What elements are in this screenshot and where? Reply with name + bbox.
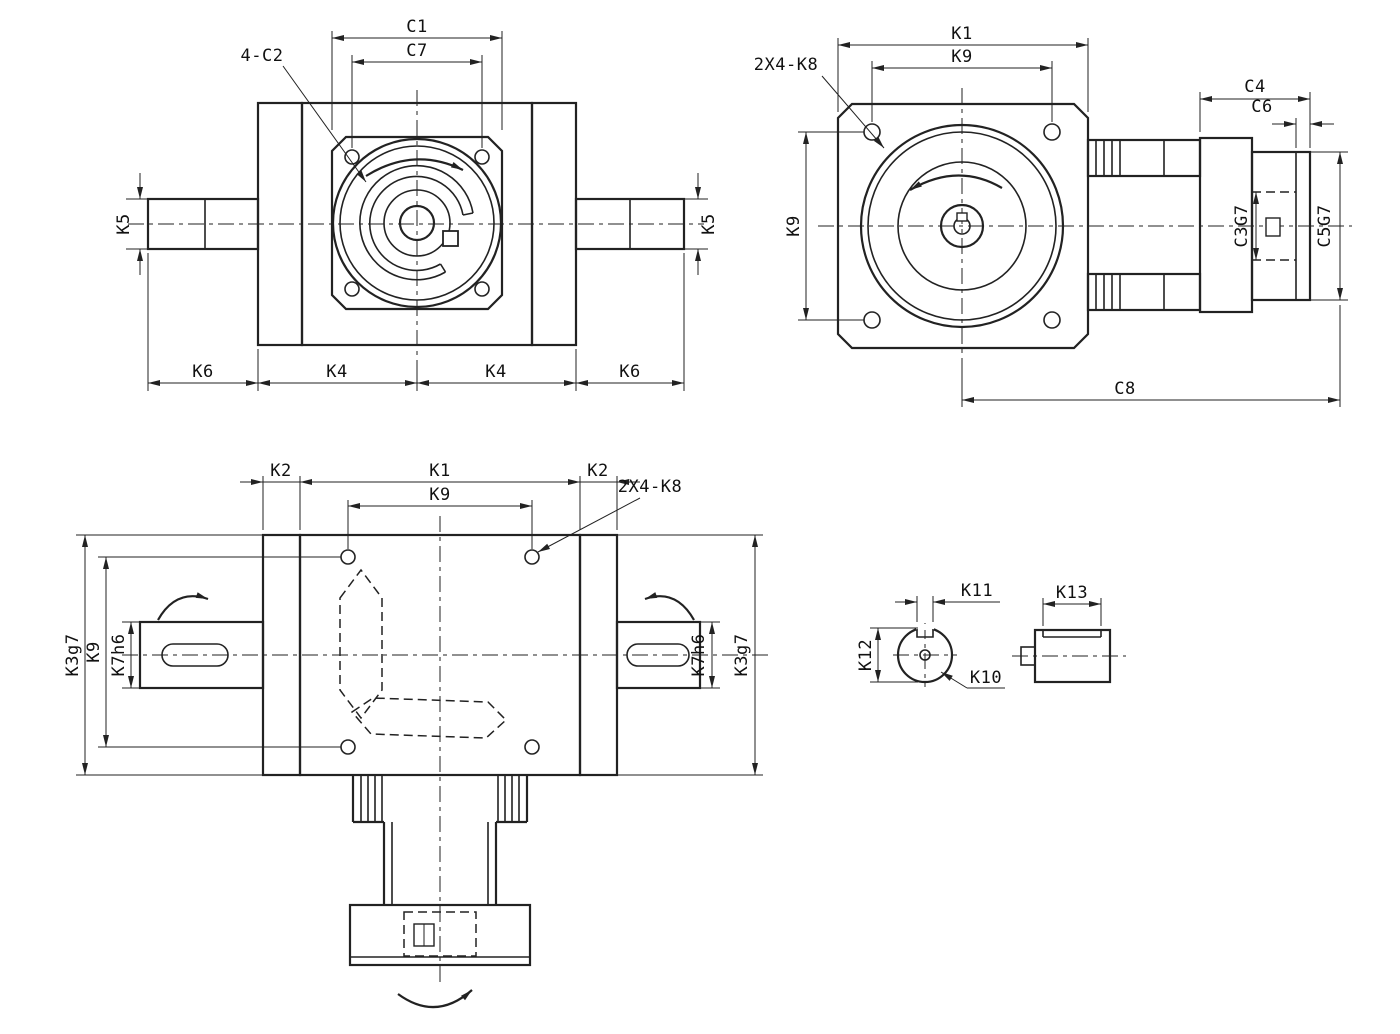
bolt-hole	[1043, 123, 1061, 141]
dim-k5-right: K5	[699, 213, 719, 234]
bolt-hole	[344, 149, 360, 165]
dim-c7: C7	[406, 41, 427, 61]
dim-k7h6-right: K7h6	[689, 634, 709, 677]
bolt-hole	[344, 281, 360, 297]
left-shaft-top	[138, 620, 265, 690]
dim-4c2: 4-C2	[241, 46, 284, 66]
flange-boss	[859, 123, 1065, 329]
bolt-hole	[524, 739, 540, 755]
bolt-hole	[474, 149, 490, 165]
bolt-hole	[340, 739, 356, 755]
mounting-plate	[836, 102, 1090, 350]
left-shaft-front	[146, 197, 260, 251]
front-dimensions: C1 C7 4-C2 K5 K5 K6 K4 K4 K6	[114, 17, 719, 391]
rotation-arrow-bottom	[397, 989, 473, 1009]
bolt-hole	[863, 123, 881, 141]
side-view: K1 K9 2X4-K8 K9 C4 C6 C3G7 C5G7	[754, 24, 1352, 407]
bolt-hole	[474, 281, 490, 297]
dim-k7h6-left: K7h6	[109, 634, 129, 677]
dim-k13: K13	[1056, 583, 1088, 603]
hub-circle	[939, 203, 985, 249]
bolt-hole	[1043, 311, 1061, 329]
dim-c3g7: C3G7	[1232, 205, 1252, 248]
dim-k8: 2X4-K8	[754, 55, 818, 75]
keyway	[956, 212, 968, 222]
dim-k10: K10	[970, 668, 1002, 688]
dim-k2-right: K2	[587, 461, 608, 481]
pilot-block	[1250, 150, 1312, 302]
dim-k9-left: K9	[784, 215, 804, 236]
dim-k4-left: K4	[326, 362, 347, 382]
rotation-arrow-right	[644, 592, 695, 621]
shaft-end-detail: K11 K12 K10	[856, 581, 1005, 689]
key-detail	[442, 230, 459, 247]
dim-c5g7: C5G7	[1315, 205, 1335, 248]
shaft-side-detail: K13	[1012, 583, 1126, 684]
top-view: K2 K1 K2 K9 2X4-K8 K3g7 K9 K7h6 K7h6 K3g…	[63, 461, 772, 1009]
dim-c4: C4	[1244, 77, 1265, 97]
side-dimensions: K1 K9 2X4-K8 K9 C4 C6 C3G7 C5G7	[754, 24, 1348, 407]
rotation-arrow	[365, 158, 464, 177]
front-flange	[330, 135, 504, 311]
dim-c6: C6	[1251, 97, 1272, 117]
hub-circle	[383, 189, 451, 257]
center-hole	[919, 649, 931, 661]
bore-hole	[398, 204, 436, 242]
dim-k8: 2X4-K8	[618, 477, 682, 497]
dim-k9-left: K9	[84, 641, 104, 662]
detail-dimensions: K13	[1042, 583, 1102, 626]
keyway-slot	[161, 643, 229, 667]
dim-k1: K1	[429, 461, 450, 481]
dim-k6-left: K6	[192, 362, 213, 382]
bolt-hole	[524, 549, 540, 565]
top-dimensions: K2 K1 K2 K9 2X4-K8 K3g7 K9 K7h6 K7h6 K3g…	[63, 461, 763, 776]
bottom-adapter	[348, 775, 532, 967]
dim-k11: K11	[961, 581, 993, 601]
dim-c1: C1	[406, 17, 427, 37]
front-view: C1 C7 4-C2 K5 K5 K6 K4 K4 K6	[114, 17, 719, 391]
dim-k4-right: K4	[485, 362, 506, 382]
keyway-slot	[626, 643, 690, 667]
dim-c8: C8	[1114, 379, 1135, 399]
dim-k3g7-right: K3g7	[732, 634, 752, 677]
cam-slot-inner	[369, 175, 464, 272]
right-shaft-top	[615, 620, 702, 690]
keyway	[916, 629, 934, 638]
detail-dimensions: K11 K12 K10	[856, 581, 1005, 689]
key-detail	[1265, 217, 1281, 237]
hidden-cavity	[339, 568, 508, 739]
right-shaft-front	[574, 197, 686, 251]
dim-k5-left: K5	[114, 213, 134, 234]
dim-k12: K12	[856, 639, 876, 671]
motor-adapter-side	[1086, 136, 1312, 314]
dim-k9-top: K9	[951, 47, 972, 67]
bolt-hole	[340, 549, 356, 565]
dim-k2-left: K2	[270, 461, 291, 481]
rotation-arrow-left	[157, 592, 209, 621]
rotation-arrow	[909, 174, 1003, 191]
dim-k3g7-left: K3g7	[63, 634, 83, 677]
dim-k9-top: K9	[429, 485, 450, 505]
cam-slot-outer	[359, 164, 474, 281]
dim-k1: K1	[951, 24, 972, 44]
bottom-flange	[348, 903, 532, 967]
dim-k6-right: K6	[619, 362, 640, 382]
shaft-stub	[1020, 646, 1036, 666]
hidden-bore	[403, 911, 477, 957]
bolt-hole	[863, 311, 881, 329]
